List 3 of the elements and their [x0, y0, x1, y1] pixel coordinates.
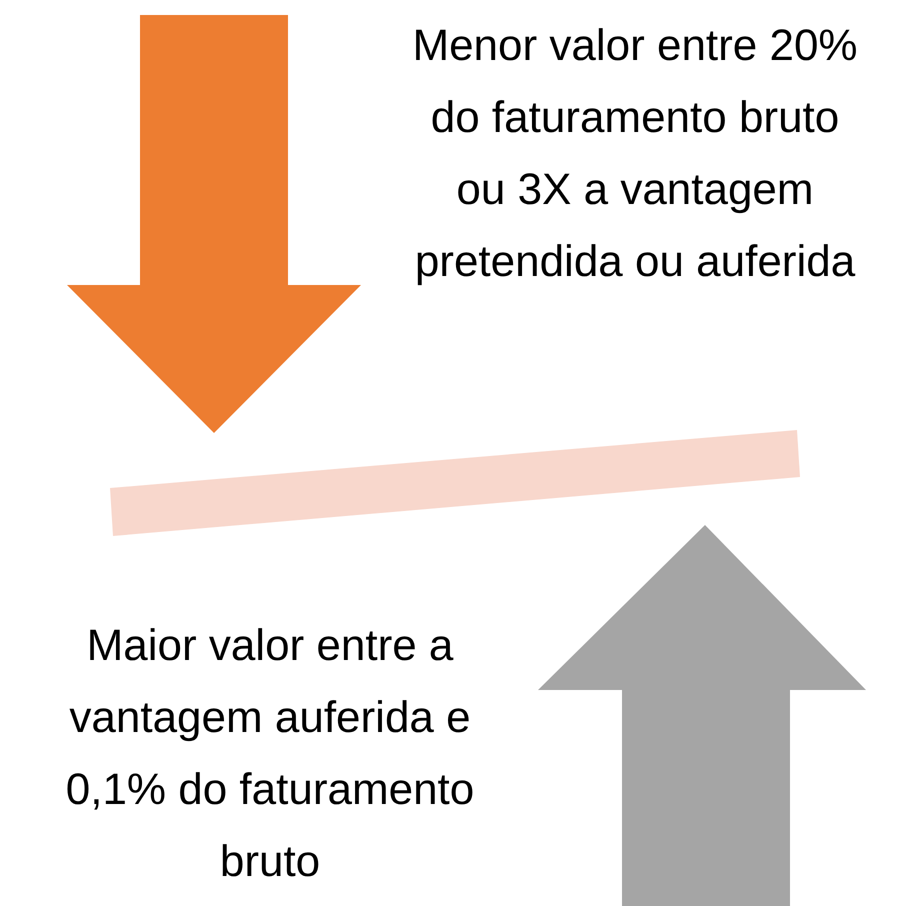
note-text: Maior valor entre a vantagem auferida e 0,1% do faturamento bruto — [64, 620, 476, 888]
note-text: Menor valor entre 20% do faturamento bruto ou 3X a vantagem pretendida ou auferida — [411, 20, 859, 288]
balance-bar — [110, 430, 800, 536]
